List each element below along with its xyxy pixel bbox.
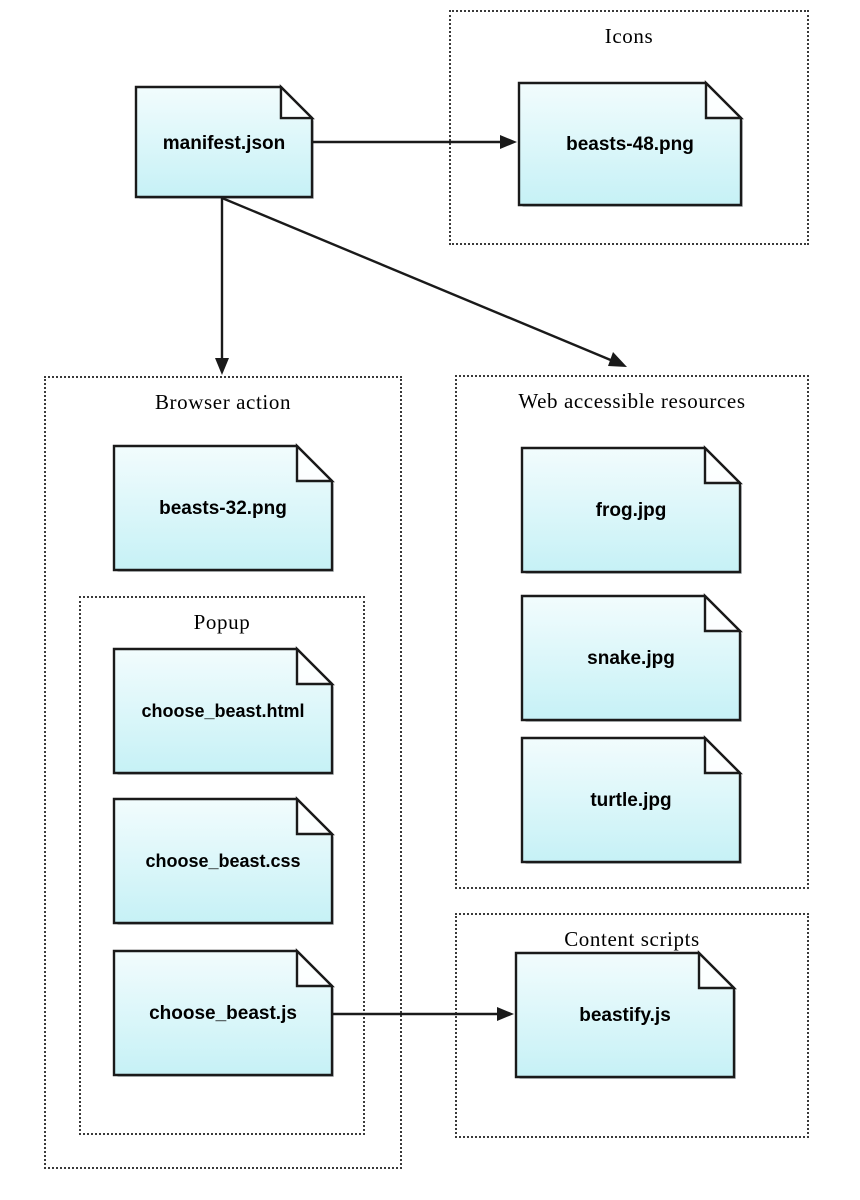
- group-web-accessible-resources: Web accessible resources: [455, 375, 809, 889]
- group-title-browser-action: Browser action: [154, 390, 292, 414]
- document-shape: [134, 84, 315, 199]
- file-node-snake-jpg[interactable]: snake.jpg: [520, 593, 743, 722]
- document-shape: [514, 950, 737, 1079]
- file-node-beasts-32-png[interactable]: beasts-32.png: [112, 443, 335, 572]
- group-content-scripts: Content scripts: [455, 913, 809, 1138]
- group-title-content-scripts: Content scripts: [564, 927, 700, 951]
- document-shape: [520, 445, 743, 574]
- file-node-frog-jpg[interactable]: frog.jpg: [520, 445, 743, 574]
- document-shape: [112, 948, 335, 1077]
- connector-manifest-to-browser-action: [215, 198, 229, 375]
- group-title-web-accessible-resources: Web accessible resources: [518, 389, 746, 413]
- file-node-choose-beast-js[interactable]: choose_beast.js: [112, 948, 335, 1077]
- file-node-turtle-jpg[interactable]: turtle.jpg: [520, 735, 743, 864]
- document-shape: [520, 735, 743, 864]
- file-node-beasts-48-png[interactable]: beasts-48.png: [517, 80, 744, 207]
- document-shape: [517, 80, 744, 207]
- group-icons: Icons: [449, 10, 809, 245]
- group-browser-action: Browser action: [44, 376, 402, 1169]
- document-shape: [112, 443, 335, 572]
- file-node-choose-beast-html[interactable]: choose_beast.html: [112, 646, 335, 775]
- group-popup: Popup: [79, 596, 365, 1135]
- group-title-icons: Icons: [604, 24, 654, 48]
- document-shape: [112, 646, 335, 775]
- file-node-choose-beast-css[interactable]: choose_beast.css: [112, 796, 335, 925]
- file-node-manifest-json[interactable]: manifest.json: [134, 84, 315, 199]
- document-shape: [520, 593, 743, 722]
- group-title-popup: Popup: [193, 610, 251, 634]
- document-shape: [112, 796, 335, 925]
- file-node-beastify-js[interactable]: beastify.js: [514, 950, 737, 1079]
